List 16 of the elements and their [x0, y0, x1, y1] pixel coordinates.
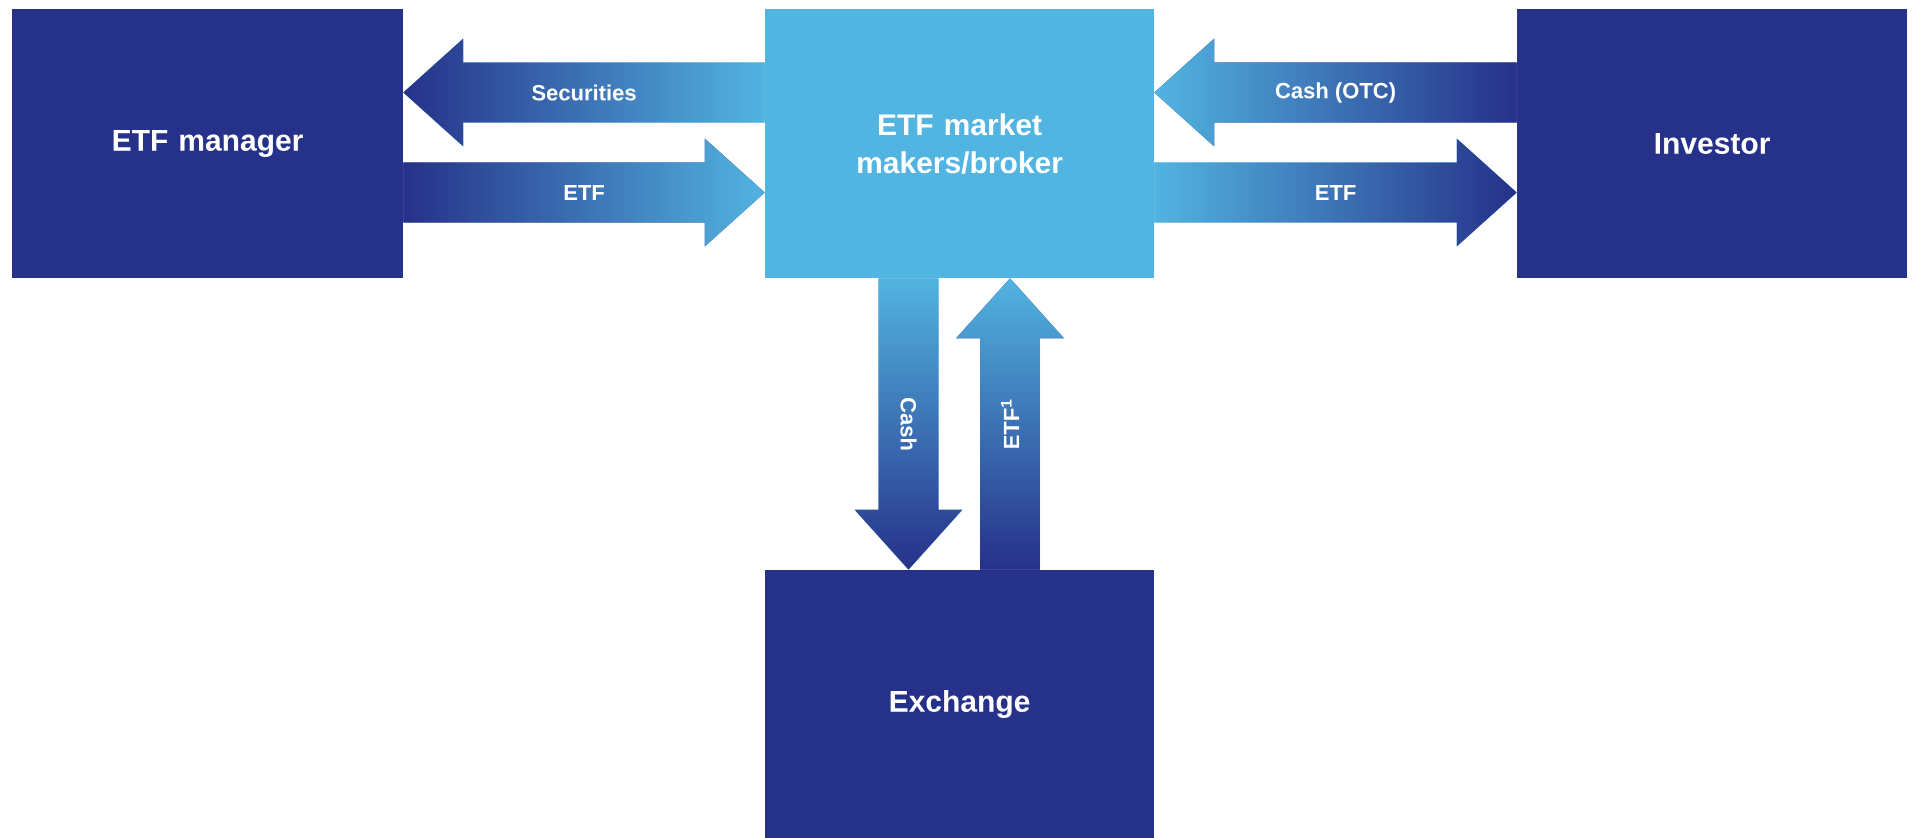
edge-label: ETF — [564, 184, 604, 201]
block-arrow — [1154, 138, 1517, 247]
process-box: ETF manager — [12, 9, 403, 278]
block-arrow — [403, 138, 765, 247]
block-arrow — [854, 278, 963, 570]
process-box: Investor — [1517, 9, 1907, 278]
block-arrow — [1154, 38, 1517, 147]
edge-label: ETF — [1316, 184, 1356, 201]
edge-label: Securities — [532, 84, 636, 101]
process-box: ETF market makers/broker — [765, 9, 1154, 278]
edge-label: ETF$^{1}$ — [1000, 399, 1020, 448]
block-arrow — [956, 278, 1064, 570]
edge-label: Cash (OTC) — [1275, 82, 1395, 103]
block-arrow — [403, 38, 765, 147]
process-box: Exchange — [765, 570, 1154, 838]
edge-label: Cash — [900, 398, 917, 450]
